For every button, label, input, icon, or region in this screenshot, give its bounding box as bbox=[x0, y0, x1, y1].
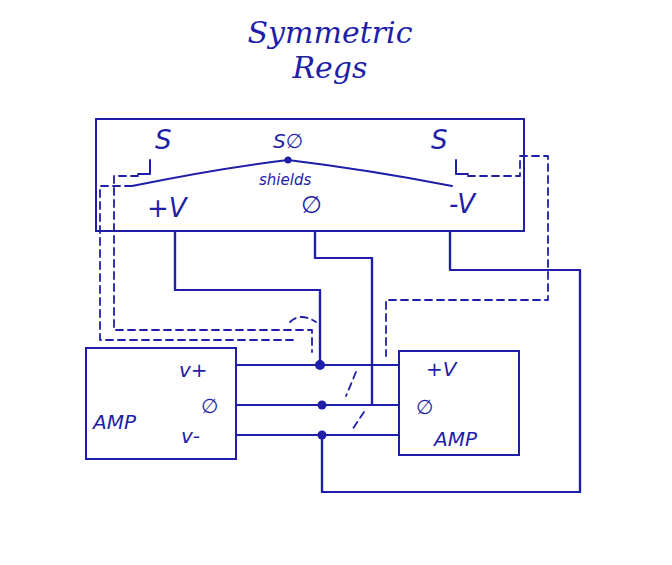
terminal-label: S bbox=[431, 126, 448, 155]
terminal-label: AMP bbox=[434, 428, 477, 450]
sense-line bbox=[100, 186, 296, 340]
terminal-label: v- bbox=[181, 425, 200, 447]
sense-line bbox=[114, 176, 312, 352]
supply-wire bbox=[175, 232, 320, 365]
sense-terminal bbox=[456, 160, 468, 174]
terminal-label: S∅ bbox=[273, 130, 303, 152]
supply-wire bbox=[322, 232, 580, 492]
terminal-label: +V bbox=[426, 358, 456, 380]
terminal-label: ∅ bbox=[416, 396, 433, 418]
terminal-label: ∅ bbox=[301, 192, 322, 218]
regulator-box: S S∅ Sshields +V ∅ -V bbox=[95, 118, 525, 232]
supply-wire bbox=[237, 232, 580, 492]
diagram-title: Symmetric Regs bbox=[240, 16, 420, 85]
terminal-label: -V bbox=[449, 190, 475, 219]
terminal-label: AMP bbox=[93, 411, 136, 433]
sense-terminal bbox=[138, 160, 150, 174]
junction-dot bbox=[285, 157, 292, 164]
terminal-label: S bbox=[155, 126, 172, 155]
supply-wire bbox=[175, 232, 398, 365]
terminal-label: ∅ bbox=[201, 395, 218, 417]
sense-jumper bbox=[352, 412, 364, 430]
terminal-label: shields bbox=[257, 172, 313, 189]
terminal-label: v+ bbox=[179, 359, 208, 381]
sense-jumper bbox=[346, 372, 356, 396]
supply-wire bbox=[315, 232, 398, 405]
amplifier-box: v+ ∅v- AMP bbox=[85, 347, 237, 460]
sense-jumper bbox=[290, 317, 316, 322]
terminal-label: +V bbox=[147, 194, 187, 223]
amplifier-box: +V ∅AMP bbox=[398, 350, 520, 456]
